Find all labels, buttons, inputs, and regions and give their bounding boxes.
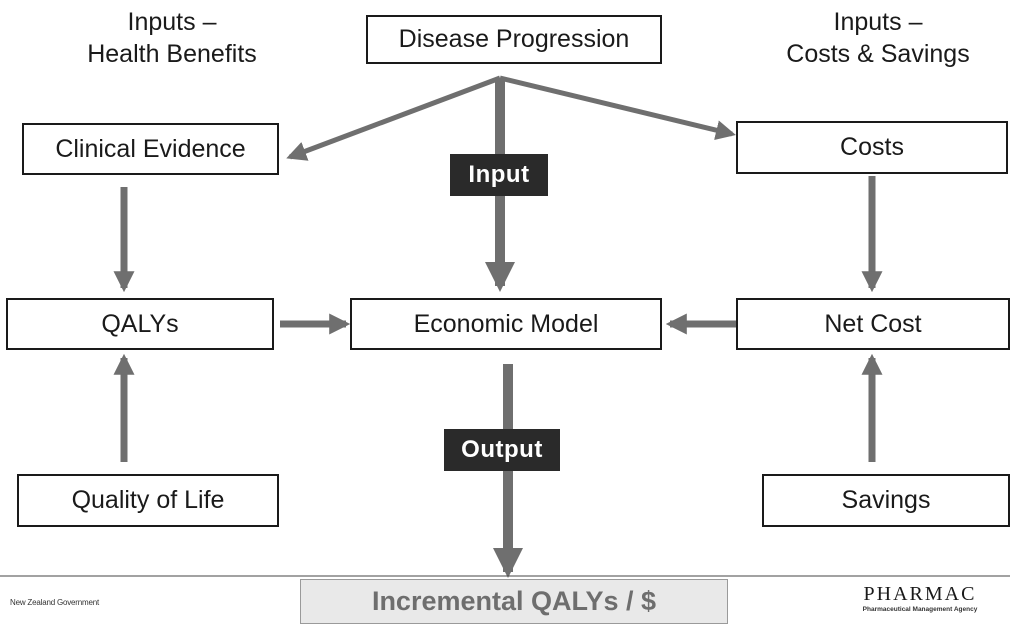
box-quality-of-life: Quality of Life xyxy=(17,474,279,527)
box-disease-progression-label: Disease Progression xyxy=(398,25,630,53)
heading-health-benefits: Inputs – Health Benefits xyxy=(42,6,302,70)
result-label: Incremental QALYs / $ xyxy=(371,586,657,616)
box-net-cost: Net Cost xyxy=(736,298,1010,350)
heading-right-line1: Inputs – xyxy=(833,8,923,36)
input-tag-label: Input xyxy=(468,161,530,188)
pharmac-logo: PHARMAC Pharmaceutical Management Agency xyxy=(836,583,1004,614)
government-logo: New Zealand Government xyxy=(10,598,99,607)
box-clinical-evidence-label: Clinical Evidence xyxy=(55,134,246,163)
input-tag: Input xyxy=(450,154,548,196)
output-tag-label: Output xyxy=(461,436,543,463)
box-net-cost-label: Net Cost xyxy=(824,309,922,338)
pharmac-logo-wordmark: PHARMAC xyxy=(863,583,977,605)
box-qalys-label: QALYs xyxy=(101,309,179,338)
heading-right-line2: Costs & Savings xyxy=(786,40,970,68)
box-savings-label: Savings xyxy=(841,486,931,514)
box-disease-progression: Disease Progression xyxy=(366,15,662,64)
result-box: Incremental QALYs / $ xyxy=(300,579,728,624)
box-savings: Savings xyxy=(762,474,1010,527)
arrow-to-costs xyxy=(499,75,736,140)
box-costs: Costs xyxy=(736,121,1008,174)
heading-left-line2: Health Benefits xyxy=(87,40,257,68)
output-tag: Output xyxy=(444,429,560,471)
heading-costs-savings: Inputs – Costs & Savings xyxy=(748,6,1008,70)
box-economic-model-label: Economic Model xyxy=(413,309,599,338)
pharmac-logo-subtitle: Pharmaceutical Management Agency xyxy=(862,606,978,613)
box-quality-of-life-label: Quality of Life xyxy=(71,486,225,514)
box-qalys: QALYs xyxy=(6,298,274,350)
arrow-to-clinical-evidence xyxy=(286,75,501,161)
heading-left-line1: Inputs – xyxy=(127,8,217,36)
government-logo-text: New Zealand Government xyxy=(10,598,99,607)
box-economic-model: Economic Model xyxy=(350,298,662,350)
box-costs-label: Costs xyxy=(840,133,904,161)
box-clinical-evidence: Clinical Evidence xyxy=(22,123,279,175)
